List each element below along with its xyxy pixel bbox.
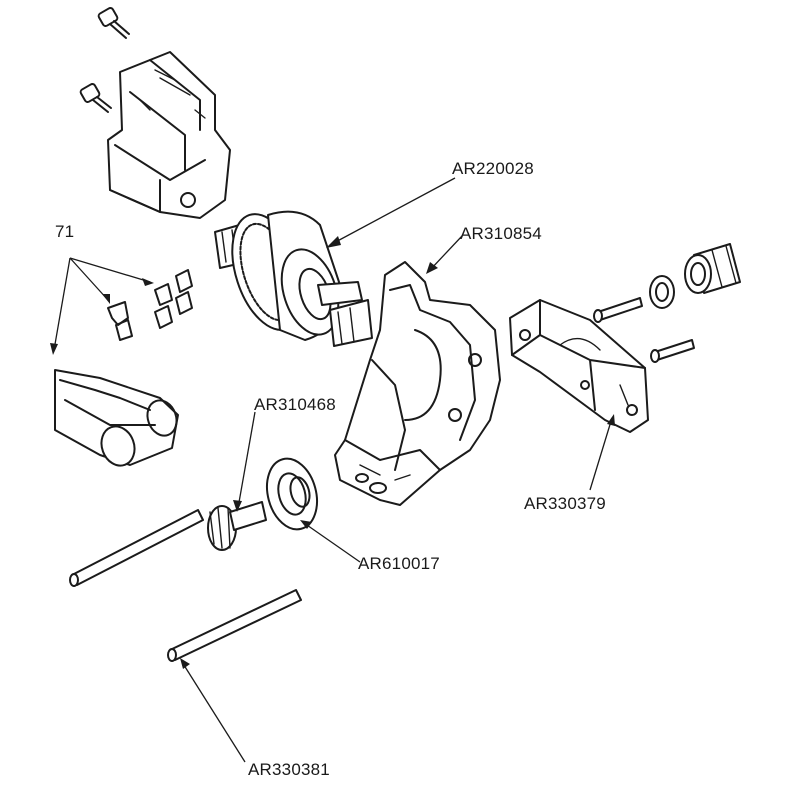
bulkhead-brace [509,299,649,433]
gearbox-top-housing [107,51,231,219]
large-bearing [266,457,318,531]
screw-top [97,7,130,39]
label-partial-71: 71 [55,222,75,241]
hinge-pin-upper [69,509,204,587]
label-ar220028: AR220028 [452,159,534,178]
pin-lower [650,339,695,363]
label-ar330381: AR330381 [248,760,330,779]
label-ar310854: AR310854 [460,224,542,243]
suspension-arm [54,369,179,467]
screw-middle [79,83,112,113]
hinge-pin-lower [167,589,302,662]
pin-upper [593,297,643,323]
pinion-gear [207,501,267,551]
small-bearing [649,275,675,309]
label-ar310468: AR310468 [254,395,336,414]
bulkhead-main [334,261,501,506]
label-ar330379: AR330379 [524,494,606,513]
leader-lines [50,177,615,763]
label-ar610017: AR610017 [358,554,440,573]
outdrive-cup [684,243,741,294]
e-clips [107,269,193,341]
differential-assembly [214,210,373,347]
